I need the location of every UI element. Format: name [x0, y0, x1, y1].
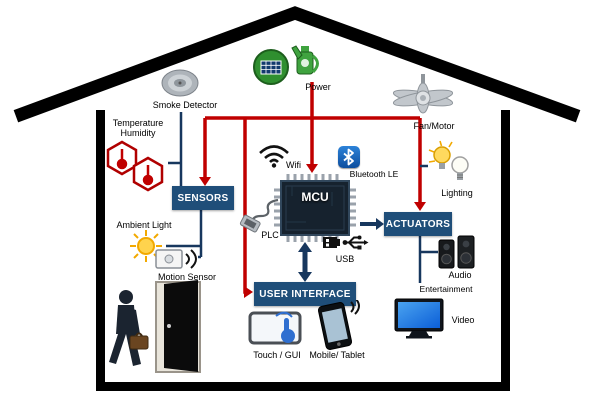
- touch-screen-icon: [248, 311, 302, 345]
- ceiling-fan-icon: [392, 74, 454, 114]
- plc-label: PLC: [261, 230, 279, 240]
- red-arrowheads: [199, 164, 426, 298]
- mcu-data-arrows: [298, 218, 384, 282]
- arrowhead-right-actuators: [376, 218, 384, 230]
- actuators-box: ACTUATORS: [384, 212, 452, 236]
- mobile-tablet-label: Mobile/ Tablet: [309, 350, 365, 360]
- light-bulb-icon: [428, 140, 469, 180]
- thermometer-hexagon-icon: [106, 140, 164, 192]
- device-lines: [166, 112, 438, 283]
- temperature-humidity-label: Temperature Humidity: [112, 118, 164, 139]
- usb-icon: [323, 235, 369, 250]
- arrowhead-into-sensors: [199, 177, 211, 186]
- audio-label: Audio: [448, 270, 472, 280]
- touch-gui-label: Touch / GUI: [253, 350, 301, 360]
- bluetooth-label: Bluetooth LE: [349, 169, 399, 179]
- arrowhead-down-ui: [298, 272, 312, 282]
- house-outline: [13, 6, 581, 391]
- lighting-label: Lighting: [441, 188, 473, 198]
- user-interface-box: USER INTERFACE: [254, 282, 356, 306]
- wifi-icon: [259, 145, 289, 168]
- power-label: Power: [305, 82, 331, 92]
- smoke-detector-icon: [161, 69, 199, 97]
- mcu-chip-label: MCU: [301, 190, 329, 204]
- smoke-detector-label: Smoke Detector: [152, 100, 218, 110]
- motion-sensor-label: Motion Sensor: [157, 272, 217, 282]
- tv-icon: [394, 298, 444, 339]
- arrowhead-into-mcu: [306, 164, 318, 173]
- smartphone-icon: [317, 300, 360, 350]
- speakers-icon: [438, 235, 475, 269]
- solar-panel-icon: [253, 49, 289, 85]
- house-left-wall: [96, 110, 105, 390]
- person-icon: [109, 290, 149, 366]
- wifi-label: Wifi: [286, 160, 301, 170]
- generator-icon: [291, 45, 319, 75]
- usb-label: USB: [335, 254, 355, 264]
- mcu-chip-icon: [274, 174, 356, 242]
- bluetooth-icon: [338, 146, 360, 168]
- arrowhead-into-actuators: [414, 202, 426, 211]
- ambient-light-label: Ambient Light: [116, 220, 172, 230]
- arrowhead-up-mcu: [298, 242, 312, 252]
- plc-cable-icon: [239, 198, 279, 233]
- door-icon: [155, 280, 201, 373]
- house-floor: [96, 382, 510, 391]
- fan-motor-label: Fan/Motor: [413, 121, 455, 131]
- sensors-box: SENSORS: [172, 186, 234, 210]
- arrowhead-into-user-interface: [244, 286, 253, 298]
- house-roof: [13, 6, 581, 123]
- motion-sensor-icon: [155, 249, 197, 269]
- video-label: Video: [451, 315, 475, 325]
- entertainment-label: Entertainment: [419, 284, 473, 294]
- house-right-wall: [501, 110, 510, 390]
- sun-icon: [130, 230, 162, 262]
